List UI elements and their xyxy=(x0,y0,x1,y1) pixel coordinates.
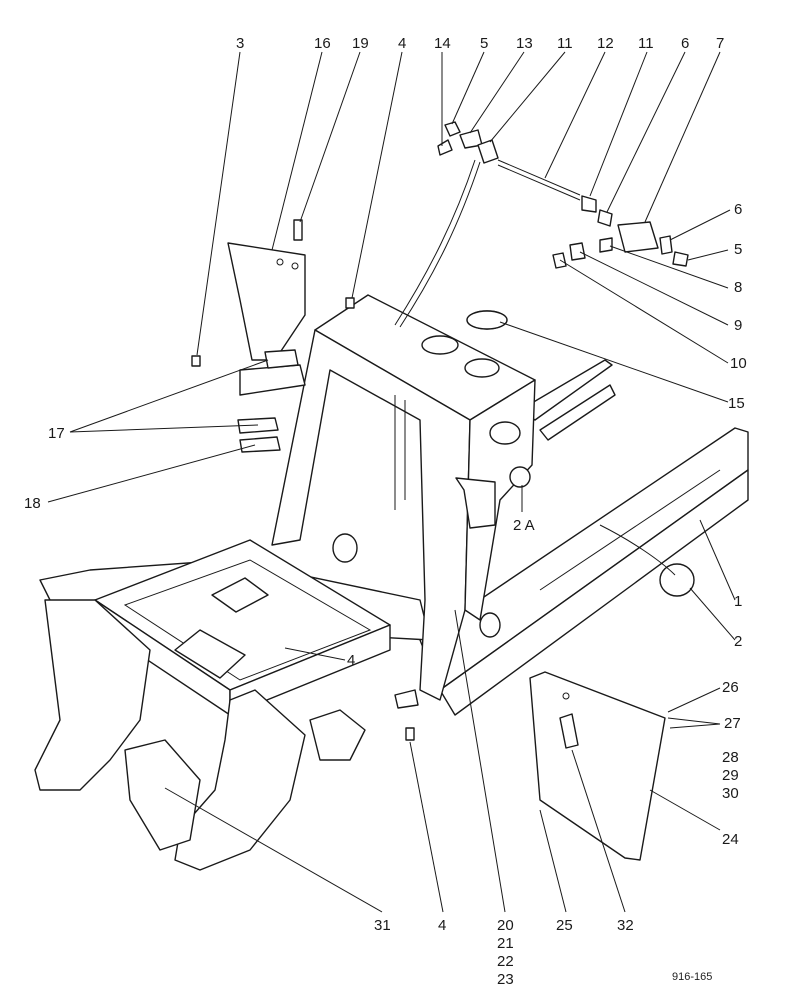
upper-exploded-parts xyxy=(191,121,695,861)
callout-14: 14 xyxy=(434,35,451,52)
callout-4-bottom: 4 xyxy=(438,917,446,934)
callout-5-top: 5 xyxy=(480,35,488,52)
callout-31: 31 xyxy=(374,917,391,934)
callout-23: 23 xyxy=(497,971,514,988)
callout-19: 19 xyxy=(352,35,369,52)
callout-25: 25 xyxy=(556,917,573,934)
callout-32: 32 xyxy=(617,917,634,934)
callout-21: 21 xyxy=(497,935,514,952)
callout-9: 9 xyxy=(734,317,742,334)
callout-18: 18 xyxy=(24,495,41,512)
callout-3: 3 xyxy=(236,35,244,52)
callout-29: 29 xyxy=(722,767,739,784)
callout-24: 24 xyxy=(722,831,739,848)
callout-13: 13 xyxy=(516,35,533,52)
callout-26: 26 xyxy=(722,679,739,696)
callout-15: 15 xyxy=(728,395,745,412)
callout-27: 27 xyxy=(724,715,741,732)
callout-28: 28 xyxy=(722,749,739,766)
callout-12: 12 xyxy=(597,35,614,52)
callout-1: 1 xyxy=(734,593,742,610)
callout-2: 2 xyxy=(734,633,742,650)
callout-11-left: 11 xyxy=(557,35,573,52)
callout-labels: 3 16 19 4 14 5 13 11 12 11 6 7 6 5 8 9 1… xyxy=(24,35,747,988)
callout-22: 22 xyxy=(497,953,514,970)
callout-4-mid: 4 xyxy=(347,652,355,669)
leader-lines xyxy=(47,51,736,913)
callout-10: 10 xyxy=(730,355,747,372)
figure-reference: 916-165 xyxy=(672,971,712,983)
callout-16: 16 xyxy=(314,35,331,52)
callout-20: 20 xyxy=(497,917,514,934)
callout-30: 30 xyxy=(722,785,739,802)
callout-5-right: 5 xyxy=(734,241,742,258)
callout-4-top: 4 xyxy=(398,35,406,52)
callout-2A: 2 A xyxy=(513,517,535,534)
callout-11-right: 11 xyxy=(638,35,654,52)
callout-7: 7 xyxy=(716,35,724,52)
callout-17: 17 xyxy=(48,425,65,442)
callout-8: 8 xyxy=(734,279,742,296)
callout-6-top: 6 xyxy=(681,35,689,52)
callout-6-right: 6 xyxy=(734,201,742,218)
